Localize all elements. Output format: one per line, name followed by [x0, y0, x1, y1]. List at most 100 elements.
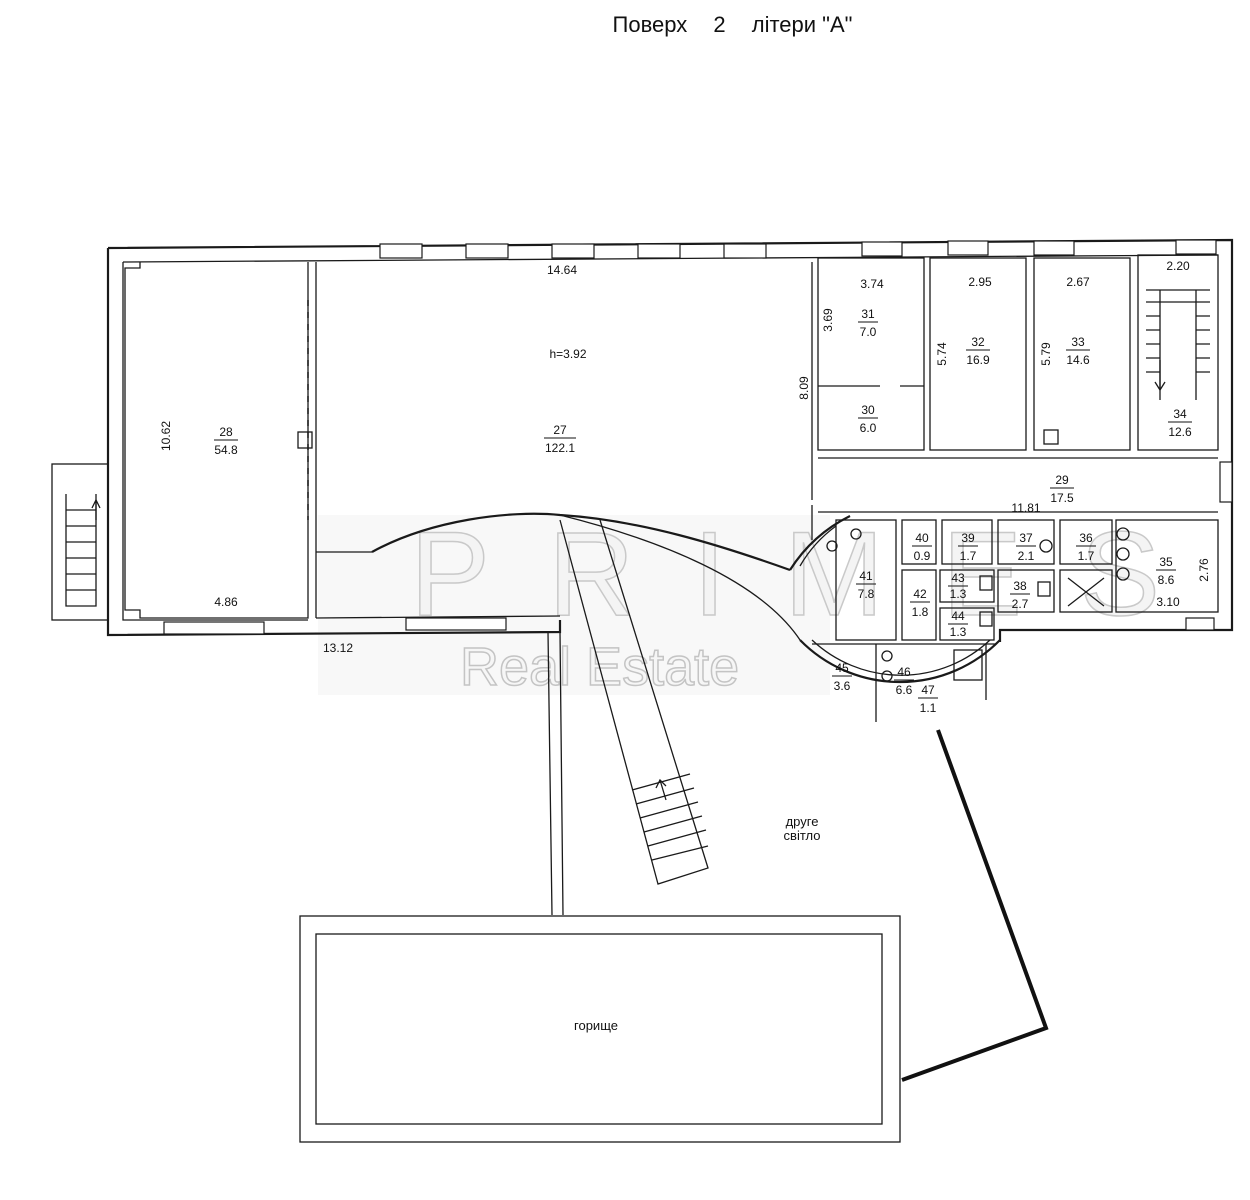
- room-30-area: 6.0: [860, 421, 877, 435]
- room-38-walls: [997, 569, 1055, 613]
- room-28-id: 28: [219, 425, 233, 439]
- dimension-3-69: 3.69: [821, 308, 835, 332]
- room-33: 33 14.6: [1066, 335, 1090, 367]
- room-45-area: 3.6: [834, 679, 851, 693]
- fixtures: [826, 429, 1130, 682]
- dimension-2-20: 2.20: [1166, 259, 1190, 273]
- dimension-2-67: 2.67: [1066, 275, 1090, 289]
- room-39-id: 39: [961, 531, 975, 545]
- attic-area: [299, 729, 1049, 1143]
- elevator-shaft: [1059, 569, 1113, 613]
- room-47-id: 47: [921, 683, 935, 697]
- room-34-id: 34: [1173, 407, 1187, 421]
- watermark-band: [318, 515, 830, 695]
- dimension-labels: 14.64 10.62 4.86 13.12 8.09 3.74 3.69 2.…: [159, 259, 1211, 655]
- window: [551, 243, 595, 259]
- room-38-id: 38: [1013, 579, 1027, 593]
- room-45: 45 3.6: [832, 661, 852, 693]
- room-35-walls: [1115, 519, 1219, 613]
- attic-inner: [315, 933, 883, 1125]
- room-32: 32 16.9: [966, 335, 990, 367]
- room-43-id: 43: [951, 571, 965, 585]
- title-suffix: літери "А": [751, 12, 853, 37]
- ceiling-height-label: h=3.92: [549, 347, 586, 361]
- window: [405, 617, 507, 631]
- room-33-area: 14.6: [1066, 353, 1090, 367]
- room-31-id: 31: [861, 307, 875, 321]
- window: [637, 243, 681, 259]
- room-31-area: 7.0: [860, 325, 877, 339]
- room-35-id: 35: [1159, 555, 1173, 569]
- dimension-3-10: 3.10: [1156, 595, 1180, 609]
- window: [163, 621, 265, 635]
- window: [861, 241, 903, 257]
- room-38: 38 2.7: [1010, 579, 1030, 611]
- room-33-id: 33: [1071, 335, 1085, 349]
- room-42: 42 1.8: [910, 587, 930, 619]
- building-walls: [106, 238, 1234, 642]
- dimension-14-64: 14.64: [547, 263, 577, 277]
- room-42-id: 42: [913, 587, 927, 601]
- room-30: 30 6.0: [858, 403, 878, 435]
- title-floor-number: 2: [713, 12, 726, 37]
- room-47-area: 1.1: [920, 701, 937, 715]
- dimension-3-74: 3.74: [860, 277, 884, 291]
- room-32-id: 32: [971, 335, 985, 349]
- room-32-walls: [929, 257, 1027, 451]
- window: [1175, 239, 1217, 255]
- window: [947, 240, 989, 256]
- partitions: [789, 254, 1219, 722]
- room-32-area: 16.9: [966, 353, 990, 367]
- room-40-walls: [901, 519, 937, 565]
- room-35: 35 8.6: [1156, 555, 1176, 587]
- room-36-area: 1.7: [1078, 549, 1095, 563]
- room-44: 44 1.3: [948, 609, 968, 639]
- room-46-id: 46: [897, 665, 911, 679]
- dimension-4-86: 4.86: [214, 595, 238, 609]
- dimension-8-09: 8.09: [797, 376, 811, 400]
- room-43: 43 1.3: [948, 571, 968, 601]
- room-44-id: 44: [951, 609, 965, 623]
- room-46: 46 6.6: [894, 665, 914, 697]
- left-stair: [51, 463, 109, 621]
- room-39-walls: [941, 519, 993, 565]
- room-46-area: 6.6: [896, 683, 913, 697]
- room-27: 27 122.1: [544, 423, 576, 455]
- attic-outer: [299, 915, 901, 1143]
- room-40: 40 0.9: [912, 531, 932, 563]
- room-27-id: 27: [553, 423, 567, 437]
- room-30-id: 30: [861, 403, 875, 417]
- room-47: 47 1.1: [918, 683, 938, 715]
- ramp-stair: [559, 519, 709, 885]
- room-39-area: 1.7: [960, 549, 977, 563]
- room-40-id: 40: [915, 531, 929, 545]
- dimension-13-12: 13.12: [323, 641, 353, 655]
- dimension-5-74: 5.74: [935, 342, 949, 366]
- page-title: Поверх 2 літери "А": [0, 12, 1250, 38]
- room-27-area: 122.1: [545, 441, 575, 455]
- room-41-area: 7.8: [858, 587, 875, 601]
- room-39: 39 1.7: [958, 531, 978, 563]
- watermark: PRIMES Real Estate: [318, 506, 1161, 698]
- room-29-area: 17.5: [1050, 491, 1074, 505]
- second-light-label-line1: друге: [786, 814, 819, 829]
- room-31-30-walls: [817, 257, 925, 451]
- dimension-11-81: 11.81: [1011, 501, 1040, 515]
- window: [1185, 617, 1215, 631]
- room-34-area: 12.6: [1168, 425, 1192, 439]
- room-28: 28 54.8: [214, 425, 238, 457]
- room-37-id: 37: [1019, 531, 1033, 545]
- window: [379, 243, 423, 259]
- room-44-area: 1.3: [950, 625, 967, 639]
- room-37: 37 2.1: [1016, 531, 1036, 563]
- room-41-walls: [835, 519, 897, 641]
- column: [297, 431, 313, 449]
- room-37-walls: [997, 519, 1055, 565]
- room-40-area: 0.9: [914, 549, 931, 563]
- dimension-5-79: 5.79: [1039, 342, 1053, 366]
- attic-label: горище: [574, 1018, 618, 1033]
- room-38-area: 2.7: [1012, 597, 1029, 611]
- second-light-outline: [901, 729, 1049, 1082]
- room-29: 29 17.5: [1050, 473, 1074, 505]
- window: [1033, 240, 1075, 256]
